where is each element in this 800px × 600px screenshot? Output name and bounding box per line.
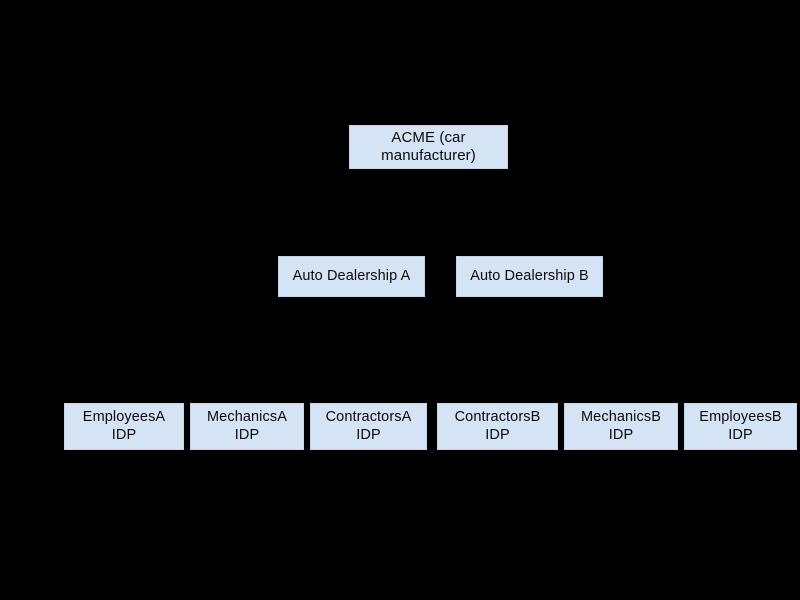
node-contractorsa-idp[interactable]: ContractorsA IDP — [310, 403, 427, 450]
node-mechanicsa-idp[interactable]: MechanicsA IDP — [190, 403, 304, 450]
node-auto-dealership-a[interactable]: Auto Dealership A — [278, 256, 425, 297]
node-employeesa-idp[interactable]: EmployeesA IDP — [64, 403, 184, 450]
node-acme[interactable]: ACME (car manufacturer) — [349, 125, 508, 169]
node-employeesb-idp[interactable]: EmployeesB IDP — [684, 403, 797, 450]
node-auto-dealership-b[interactable]: Auto Dealership B — [456, 256, 603, 297]
node-contractorsb-idp[interactable]: ContractorsB IDP — [437, 403, 558, 450]
node-mechanicsb-idp[interactable]: MechanicsB IDP — [564, 403, 678, 450]
